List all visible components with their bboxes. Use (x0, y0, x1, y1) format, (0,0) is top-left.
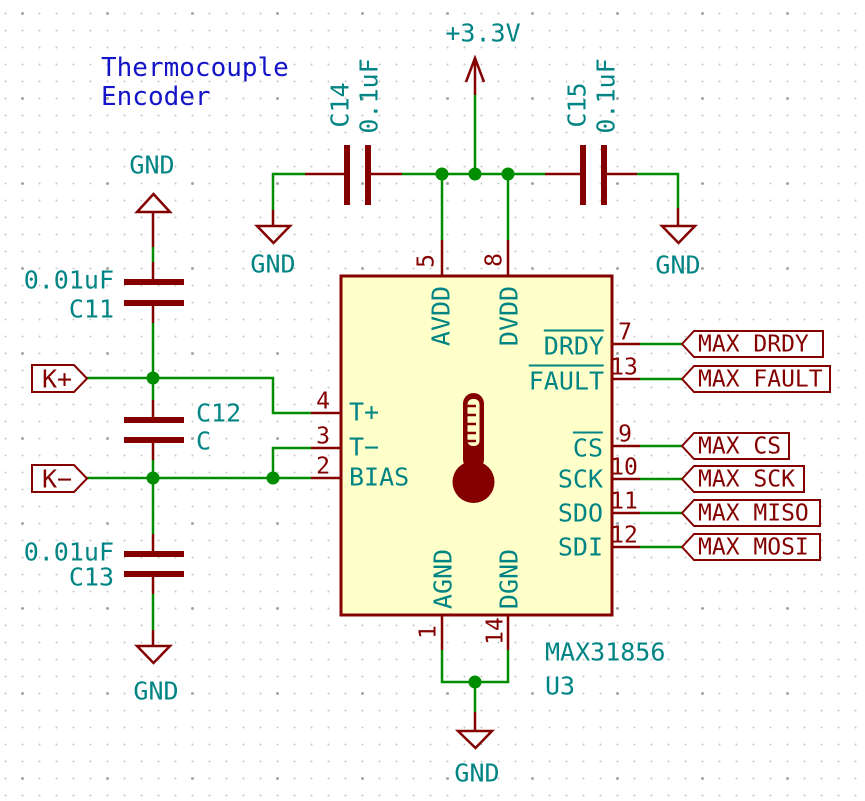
c12-reference[interactable]: C12 (196, 398, 242, 428)
gnd-label-under-c14[interactable]: GND (250, 249, 296, 279)
junction-dots[interactable] (146, 167, 515, 689)
ic-pin-stubs (311, 240, 640, 650)
ic-pin-number-4: 4 (316, 388, 330, 415)
wire-spi-pins[interactable] (640, 342, 682, 549)
ic-pin-name-bias: BIAS (349, 462, 410, 492)
drdy-overline-text: DRDY (543, 329, 604, 361)
label-shape-max-sck[interactable] (680, 465, 805, 493)
ic-pin-number-12: 12 (610, 522, 638, 549)
net-label-k-minus[interactable]: K− (42, 464, 73, 494)
gnd-symbol-under-c13[interactable] (134, 630, 173, 665)
gnd-label-under-c13[interactable]: GND (133, 676, 179, 706)
gnd-symbol-under-c14[interactable] (254, 210, 293, 245)
gnd-label-top-left[interactable]: GND (129, 150, 175, 180)
wire-gnd-top-left[interactable] (271, 172, 305, 210)
label-shape-max-drdy[interactable] (680, 330, 824, 358)
ic-pin-number-10: 10 (610, 454, 638, 481)
ic-pin-name-dvdd: DVDD (494, 285, 524, 347)
ic-pin-number-14: 14 (482, 617, 509, 645)
capacitor-c12[interactable] (124, 400, 184, 460)
c15-reference[interactable]: C15 (562, 82, 592, 128)
thermometer-icon (452, 393, 495, 503)
c13-reference[interactable]: C13 (68, 562, 114, 592)
label-shape-max-mosi[interactable] (680, 533, 821, 561)
fault-overline-text: FAULT (528, 364, 604, 396)
c15-value[interactable]: 0.1uF (591, 58, 621, 134)
ic-pin-number-3: 3 (316, 423, 330, 450)
wire-net-3v3[interactable] (402, 95, 545, 240)
net-label-max-miso[interactable]: MAX_MISO (698, 500, 809, 527)
c11-reference[interactable]: C11 (68, 294, 114, 324)
label-shape-max-miso[interactable] (680, 499, 821, 527)
c11-value[interactable]: 0.01uF (23, 265, 114, 295)
sheet-title-line1: Thermocouple (101, 53, 289, 83)
ic-pin-number-5: 5 (413, 254, 440, 268)
gnd-label-under-c15[interactable]: GND (655, 250, 701, 280)
net-label-max-mosi[interactable]: MAX_MOSI (698, 534, 809, 561)
ic-pin-name-agnd: AGND (428, 548, 458, 610)
c13-value[interactable]: 0.01uF (23, 537, 114, 567)
net-label-k-plus[interactable]: K+ (42, 364, 73, 394)
ic-pin-number-7: 7 (618, 319, 632, 346)
c12-value[interactable]: C (196, 426, 212, 456)
ic-value[interactable]: MAX31856 (545, 637, 666, 667)
net-label-max-fault[interactable]: MAX_FAULT (698, 366, 823, 393)
capacitor-c14[interactable] (305, 145, 402, 205)
gnd-label-bottom-center[interactable]: GND (454, 758, 500, 788)
gnd-symbol-bottom-center[interactable] (454, 712, 495, 750)
ic-pin-number-11: 11 (610, 488, 638, 515)
ic-pin-name-sdo: SDO (557, 498, 603, 528)
cs-overline-text: CS (572, 431, 603, 463)
ic-reference[interactable]: U3 (545, 671, 576, 701)
ic-pin-name-sck: SCK (557, 464, 603, 494)
sheet-title-line2: Encoder (101, 82, 211, 112)
capacitor-c11[interactable] (124, 262, 184, 323)
ic-pin-name-fault: FAULT (528, 364, 604, 396)
ic-pin-number-13: 13 (610, 354, 638, 381)
wire-gnd-top-right[interactable] (637, 172, 680, 208)
net-label-max-cs[interactable]: MAX_CS (698, 433, 782, 460)
ic-pin-name-sdi: SDI (557, 532, 603, 562)
ic-pin-name-t-minus: T− (349, 432, 380, 462)
gnd-symbol-top-left[interactable] (134, 192, 173, 247)
ic-symbol-max31856[interactable] (311, 240, 640, 650)
ic-pin-name-avdd: AVDD (426, 285, 456, 347)
ic-pin-number-1: 1 (415, 625, 442, 639)
label-shape-max-cs[interactable] (680, 432, 790, 460)
label-shape-k-plus[interactable] (31, 364, 89, 393)
ic-pin-name-t-plus: T+ (349, 397, 380, 427)
gnd-symbol-under-c15[interactable] (659, 208, 698, 245)
ic-pin-number-8: 8 (481, 253, 508, 267)
label-shape-k-minus[interactable] (31, 464, 89, 493)
ic-pin-name-dgnd: DGND (494, 548, 524, 610)
wire-net-k-plus[interactable] (87, 376, 311, 415)
ic-pin-number-9: 9 (618, 421, 632, 448)
ic-pin-name-drdy: DRDY (543, 329, 604, 361)
net-label-max-sck[interactable]: MAX_SCK (698, 466, 795, 493)
ic-pin-number-2: 2 (316, 453, 330, 480)
power-symbol-3v3[interactable] (464, 54, 486, 95)
c14-value[interactable]: 0.1uF (354, 58, 384, 134)
c14-reference[interactable]: C14 (325, 82, 355, 128)
label-shape-max-fault[interactable] (680, 365, 831, 393)
ic-pin-name-cs: CS (572, 431, 603, 463)
capacitor-c13[interactable] (124, 534, 184, 594)
net-label-max-drdy[interactable]: MAX_DRDY (698, 331, 809, 358)
vcc-3v3-label[interactable]: +3.3V (445, 18, 521, 48)
capacitor-c15[interactable] (545, 145, 637, 205)
